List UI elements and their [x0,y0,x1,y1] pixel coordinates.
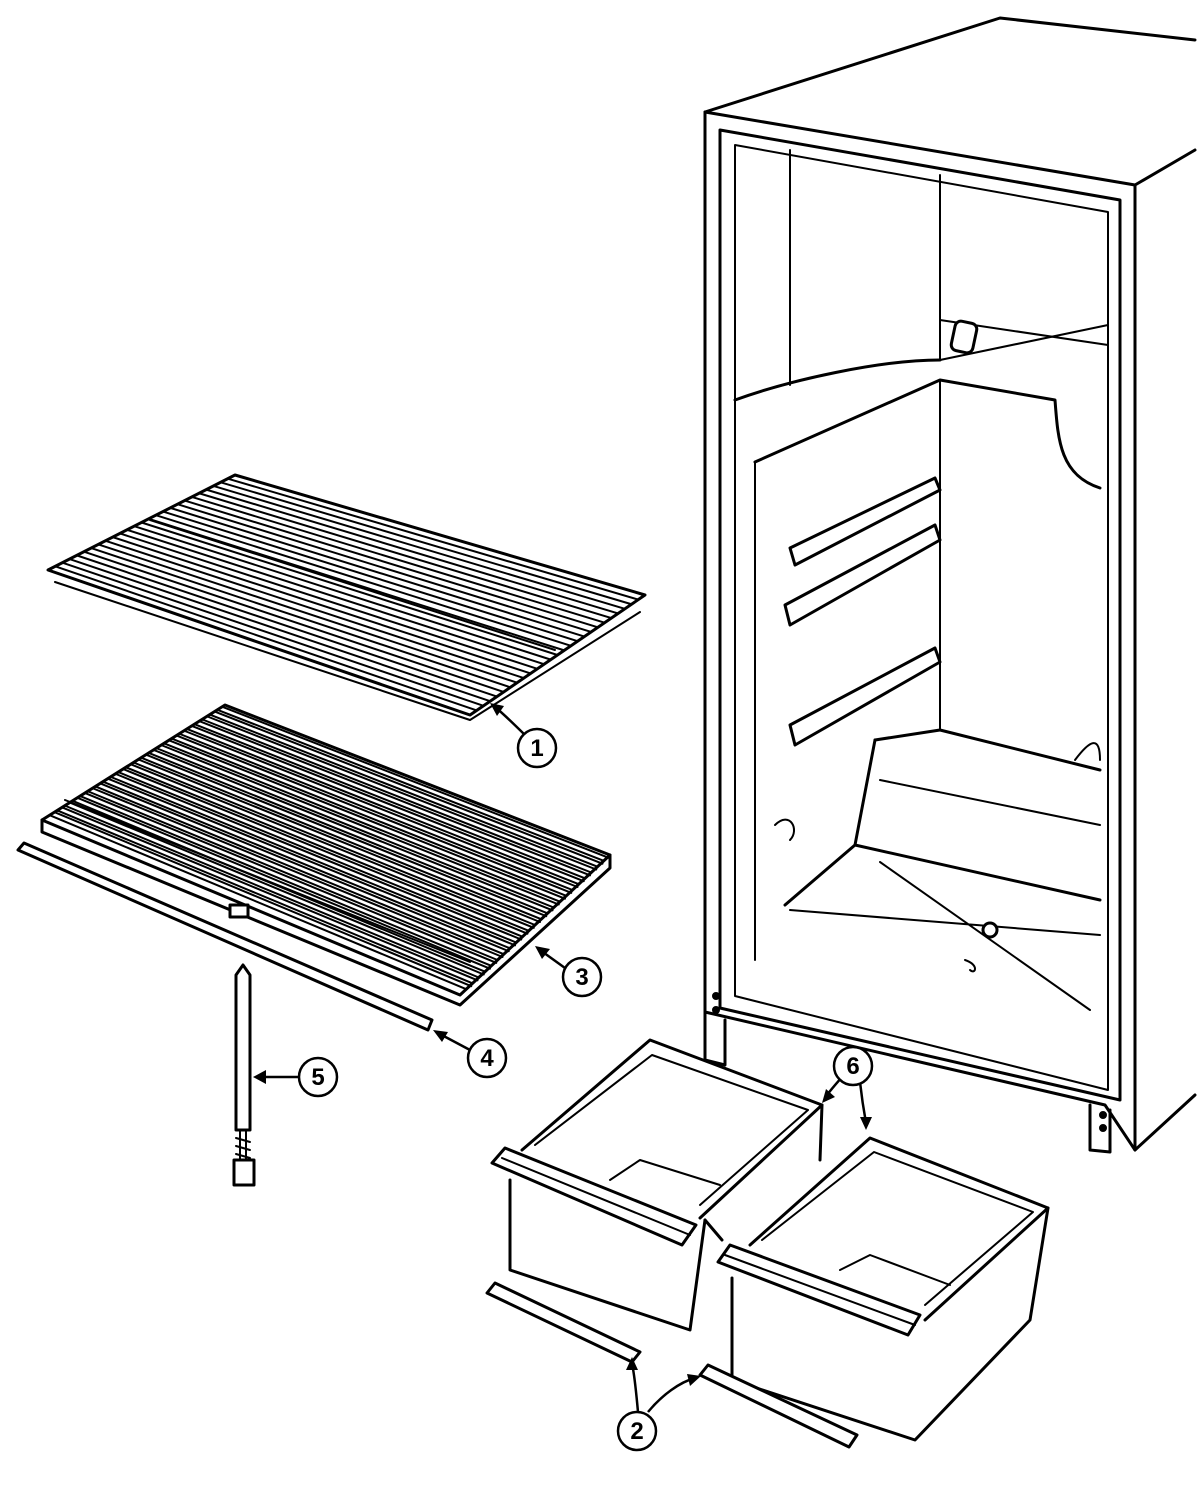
wire-shelf-bar [118,532,539,670]
wire-shelf-bar [54,565,478,712]
shelf-rib [201,715,598,874]
leveling-leg [232,963,256,1187]
shelf-rib [140,753,548,921]
callout-label-3: 3 [575,964,588,991]
shelf-rib [216,705,610,862]
callout-2: 2 [616,1357,701,1452]
wire-shelf-bar [212,484,626,610]
shelf-rib [48,811,473,991]
wire-shelf-bar [198,492,613,620]
wire-shelf-bar [97,543,519,684]
callout-3: 3 [535,946,603,998]
callout-label-6: 6 [846,1053,859,1080]
shelf-rib [155,744,560,909]
shelf-rib [163,739,566,903]
shelf-rib [109,772,523,944]
shelf-rib [71,796,491,973]
shelf-rib [193,720,591,880]
wire-shelf-bar [126,528,546,666]
wire-shelf-bar [176,503,593,633]
shelf-rib [56,806,479,985]
callout-4: 4 [433,1030,508,1079]
wire-shelf-bar [68,558,492,703]
callout-6: 6 [822,1045,874,1130]
wire-shelf-bar [183,499,599,629]
shelf-rib [147,748,554,915]
crisper-pan-right [716,1136,1050,1442]
shelf-rib [185,724,585,886]
shelf-rib [132,758,541,926]
wire-shelf-bar [205,488,620,615]
shelf-rib [102,777,516,950]
wire-shelf-bar [61,561,485,707]
wire-shelf-bar [140,521,559,656]
callout-1: 1 [490,703,558,769]
wire-shelf-bar [75,554,498,698]
shelf-rib [86,787,504,961]
shelf-rib [178,729,579,891]
wire-shelf-bar [104,539,525,680]
wire-shelf-bar [133,525,552,661]
wire-shelf-bar [219,481,633,606]
shelf-rib [170,734,573,897]
wire-shelf [46,473,647,721]
wire-shelf-bar [90,547,512,689]
shelf-rib [79,792,498,967]
refrigerator-cabinet [703,16,1197,1154]
crisper-rail-right [698,1363,859,1449]
wire-shelf-bar [154,514,572,647]
shelf-rib [124,763,535,932]
wire-shelf-bar [190,495,606,624]
shelf-rib [208,710,604,868]
shelf-rib [117,768,529,938]
wire-shelf-bar [147,517,566,652]
crisper-rail-left [485,1281,642,1364]
callout-label-2: 2 [630,1418,643,1445]
crisper-pan-left [490,1038,824,1332]
wire-shelf-bar [226,477,640,601]
wire-shelf-bar [162,510,579,643]
shelf-rib [63,801,485,979]
shelf [40,703,612,1007]
callout-label-5: 5 [311,1064,324,1091]
wire-shelf-bar [82,550,505,693]
wire-shelf-bar [169,506,586,638]
callout-5: 5 [253,1056,339,1098]
wire-shelf-bar [111,536,532,675]
callout-label-4: 4 [480,1045,494,1072]
shelf-trim-rod [16,841,434,1032]
callout-label-1: 1 [530,735,543,762]
shelf-rib [94,782,510,956]
